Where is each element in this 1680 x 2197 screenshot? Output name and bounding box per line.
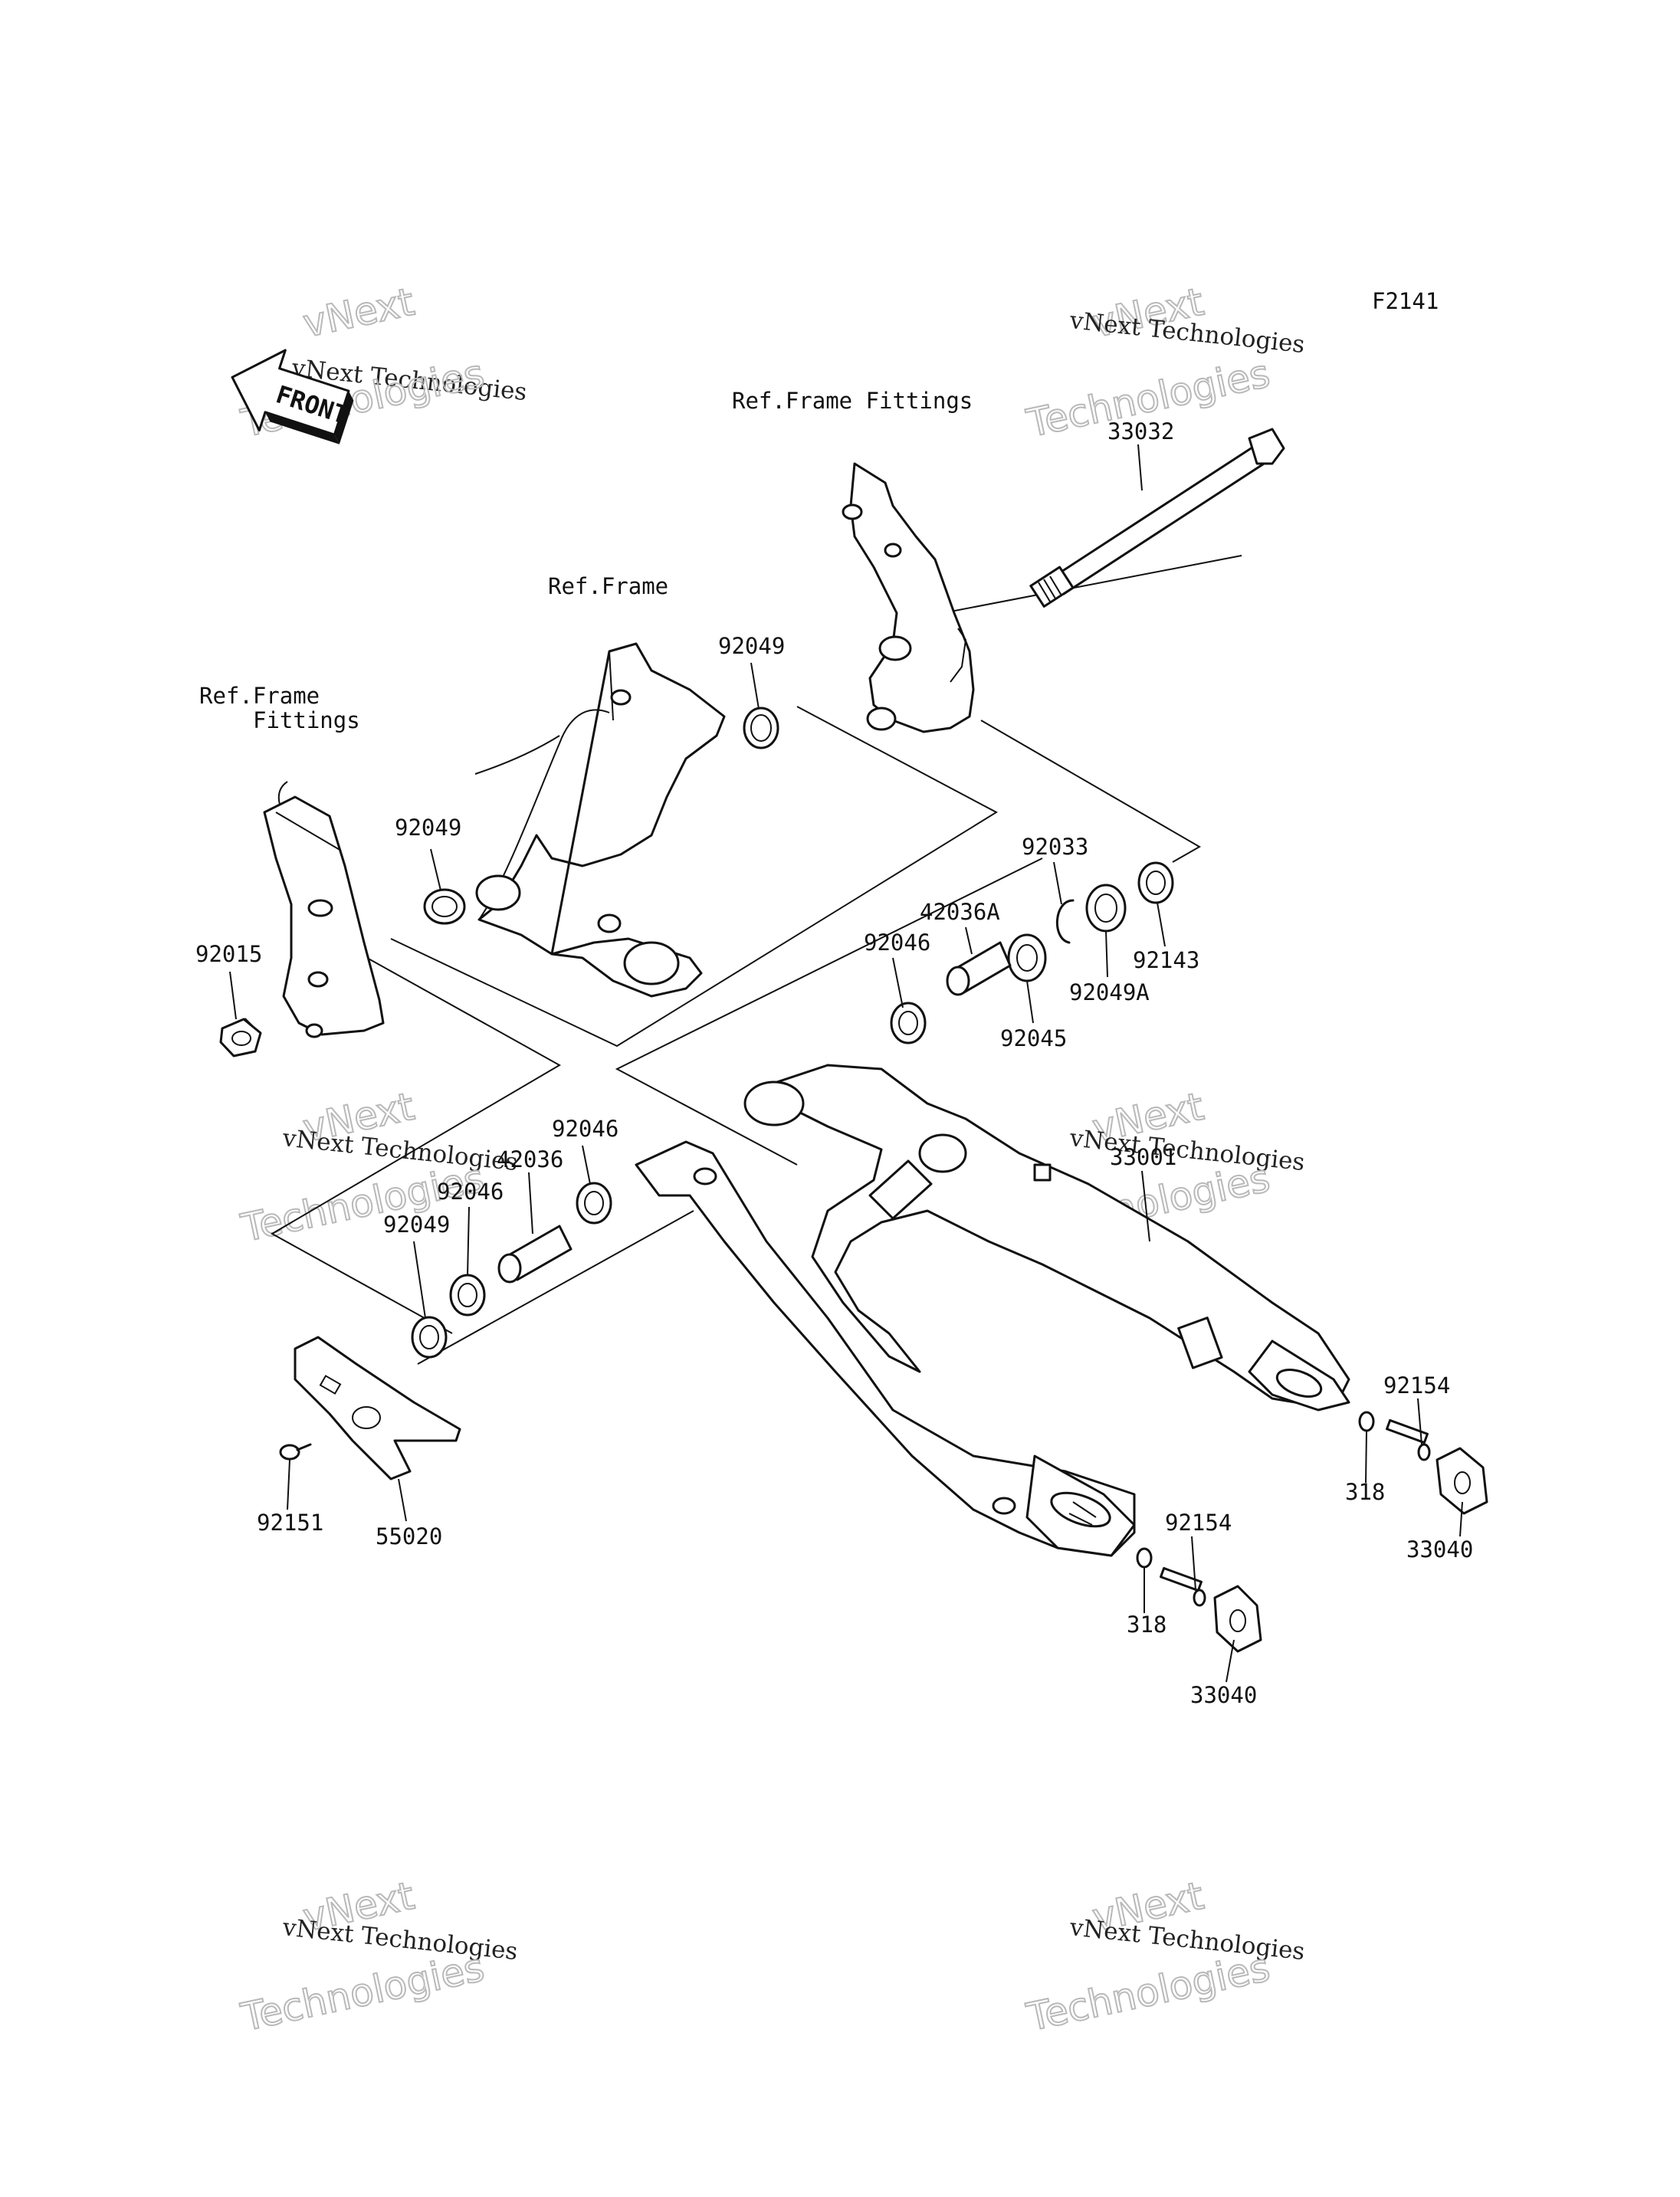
watermark-mid-left: vNext vNext Technologies Technologies xyxy=(236,1084,519,1251)
ref-frame-fittings-left-line1: Ref.Frame xyxy=(199,683,320,709)
seal-92049A xyxy=(1085,884,1127,933)
callout-92049-left: 92049 xyxy=(395,815,461,841)
callout-318-center: 318 xyxy=(1127,1612,1166,1638)
frame-fitting-left xyxy=(221,781,385,1054)
callout-92154-center: 92154 xyxy=(1165,1510,1232,1536)
washer-92049-lower xyxy=(411,1316,448,1359)
callout-92049A: 92049A xyxy=(1069,979,1150,1005)
main-frame-section xyxy=(474,642,726,998)
bearing-92045 xyxy=(1007,933,1047,982)
callout-33040-center: 33040 xyxy=(1190,1682,1257,1708)
adjuster-33040-right xyxy=(1436,1447,1488,1515)
sleeve-42036A xyxy=(946,941,1012,996)
chain-guard-55020 xyxy=(294,1336,461,1481)
callout-92045: 92045 xyxy=(1000,1025,1067,1051)
watermark-text: vNext Technologies xyxy=(1068,1124,1306,1176)
watermark-bottom-left: vNext vNext Technologies Technologies xyxy=(236,1873,519,2041)
needle-bearing-92046-upper xyxy=(890,1002,927,1044)
nut-318-right xyxy=(1358,1411,1375,1432)
callout-labels: 33032 92049 92049 92015 92033 42036A 920… xyxy=(195,418,1473,1708)
callout-92015: 92015 xyxy=(195,941,262,967)
callout-92049-top: 92049 xyxy=(718,633,785,659)
callout-42036: 42036 xyxy=(497,1146,563,1172)
watermark-text: Technologies xyxy=(237,1945,487,2040)
frame-fitting-right xyxy=(842,462,975,733)
callout-92151: 92151 xyxy=(257,1510,323,1536)
front-arrow-icon: FRONT xyxy=(231,349,354,444)
callout-318-right: 318 xyxy=(1345,1479,1385,1505)
needle-bearing-92046-lower-right xyxy=(576,1182,612,1225)
ref-frame: Ref.Frame xyxy=(548,573,668,599)
ref-frame-fittings-left-line2: Fittings xyxy=(253,707,360,733)
bolt-92151 xyxy=(279,1443,312,1461)
nut-92015 xyxy=(219,1018,262,1058)
callout-33040-right: 33040 xyxy=(1406,1536,1473,1562)
sleeve-42036 xyxy=(497,1225,573,1284)
watermark-text: vNext Technologies xyxy=(281,1913,519,1966)
callout-33032: 33032 xyxy=(1107,418,1174,444)
watermark-text: Technologies xyxy=(1022,1945,1273,2040)
callout-92046-upper: 92046 xyxy=(864,930,930,956)
swingarm-33001 xyxy=(635,1064,1350,1557)
callout-92033: 92033 xyxy=(1022,834,1088,860)
circlip-92033 xyxy=(1056,899,1075,944)
watermark-text: vNext Technologies xyxy=(1068,1913,1306,1966)
nut-318-center xyxy=(1136,1547,1153,1569)
watermark-bottom-right: vNext vNext Technologies Technologies xyxy=(1022,1873,1306,2041)
bolt-92154-center xyxy=(1160,1566,1206,1607)
washer-92049-left xyxy=(423,888,466,925)
watermark-text: vNext xyxy=(299,280,418,346)
callout-92046-lower-right: 92046 xyxy=(552,1116,619,1142)
diagram-code: F2141 xyxy=(1372,288,1439,314)
callout-92046-lower-left: 92046 xyxy=(437,1179,504,1205)
collar-92143 xyxy=(1137,861,1174,904)
adjuster-33040-center xyxy=(1213,1585,1262,1653)
ref-frame-fittings-top: Ref.Frame Fittings xyxy=(732,388,973,414)
pivot-shaft-33032 xyxy=(1029,428,1285,608)
needle-bearing-92046-lower-left xyxy=(449,1274,486,1317)
callout-33001: 33001 xyxy=(1110,1144,1176,1170)
leader-lines xyxy=(229,444,1463,1683)
callout-42036A: 42036A xyxy=(920,899,1000,925)
washer-92049-top xyxy=(743,707,779,749)
bolt-92154-right xyxy=(1386,1418,1431,1461)
callout-92049-lower: 92049 xyxy=(383,1212,450,1238)
callout-55020: 55020 xyxy=(376,1523,442,1549)
watermark-text: vNext Technologies xyxy=(281,1124,519,1176)
callout-92154-right: 92154 xyxy=(1383,1372,1450,1399)
callout-92143: 92143 xyxy=(1133,947,1199,973)
